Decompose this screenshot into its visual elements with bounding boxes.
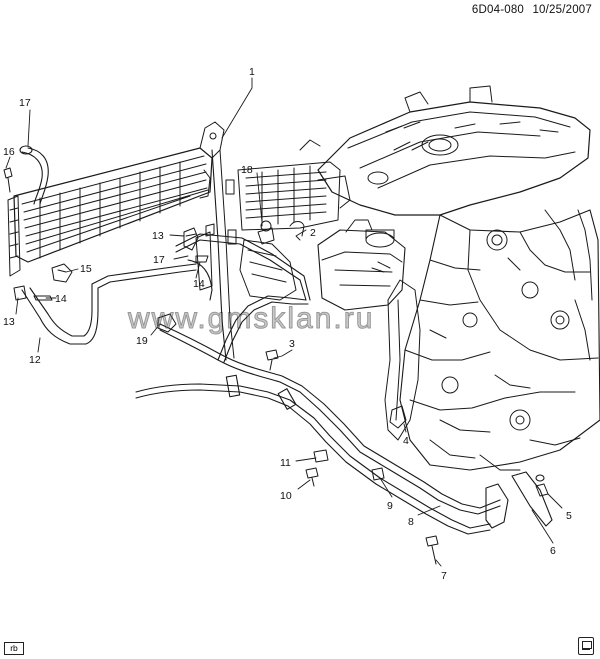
callout-8: 8 xyxy=(408,516,414,528)
callout-11: 11 xyxy=(280,457,291,469)
callout-9: 9 xyxy=(387,500,393,512)
callout-14-lower: 14 xyxy=(55,293,67,305)
callout-10: 10 xyxy=(280,490,292,502)
callout-16: 16 xyxy=(3,146,15,158)
callout-15: 15 xyxy=(80,263,92,275)
watermark-text: www.gmsklan.ru xyxy=(127,302,374,335)
callout-14-upper: 14 xyxy=(193,278,205,290)
callout-5: 5 xyxy=(566,510,572,522)
callout-4: 4 xyxy=(403,435,409,447)
callout-13-lower: 13 xyxy=(3,316,15,328)
callout-6: 6 xyxy=(550,545,556,557)
leader-lines xyxy=(5,77,563,567)
engine-assembly xyxy=(317,85,600,471)
diagram-code: 6D04-080 xyxy=(471,4,525,16)
callout-17-top: 17 xyxy=(19,97,31,109)
callout-12: 12 xyxy=(29,354,41,366)
diagram-date: 10/25/2007 xyxy=(532,4,592,16)
coolant-reservoir xyxy=(317,219,406,311)
callout-3: 3 xyxy=(289,338,295,350)
callout-18: 18 xyxy=(241,164,253,176)
callout-19: 19 xyxy=(136,335,148,347)
corner-label: rb xyxy=(4,642,24,655)
callout-1: 1 xyxy=(249,66,255,78)
book-icon xyxy=(578,637,594,655)
callout-2: 2 xyxy=(310,227,316,239)
callout-labels: 1 2 3 4 5 6 7 8 9 10 11 12 13 13 14 14 1… xyxy=(3,66,572,582)
callout-13-upper: 13 xyxy=(152,230,164,242)
callout-7: 7 xyxy=(441,570,447,582)
diagram-header: 6D04-080 10/25/2007 xyxy=(467,4,592,16)
callout-17-mid: 17 xyxy=(153,254,165,266)
